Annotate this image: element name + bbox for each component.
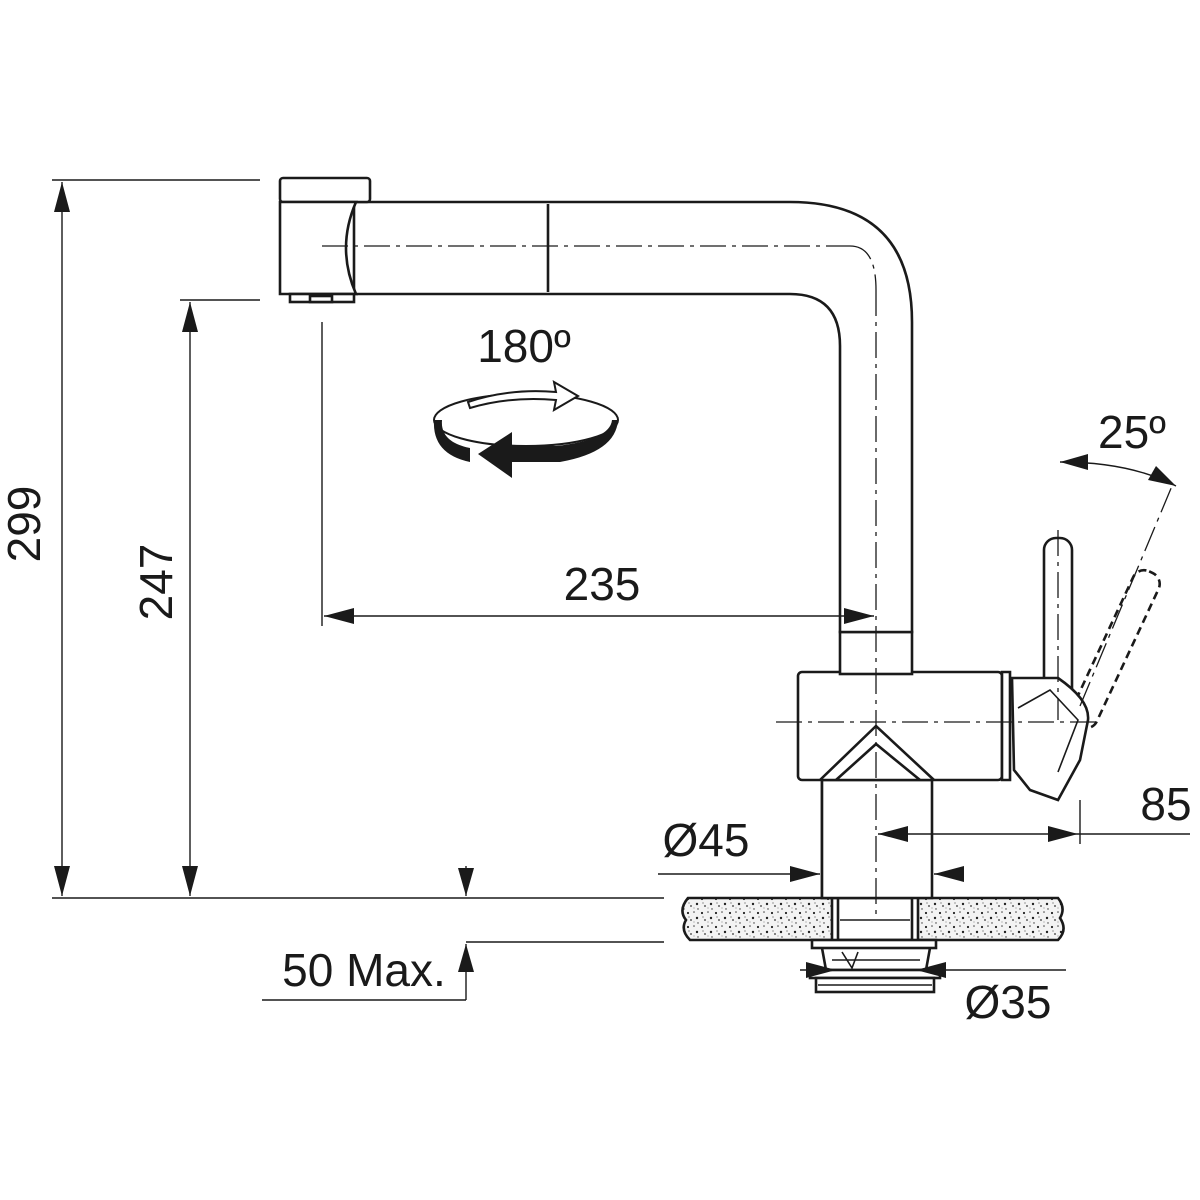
- label-reach: 235: [564, 558, 641, 610]
- dimension-max-thickness: [262, 866, 664, 1001]
- dimension-lever-angle: [1059, 454, 1177, 487]
- label-max-thickness: 50 Max.: [282, 944, 446, 996]
- countertop-left-slab: [681, 896, 834, 942]
- label-spout-height: 247: [130, 544, 182, 621]
- label-lever-offset: 85: [1140, 778, 1191, 830]
- countertop: [681, 896, 1065, 942]
- dimension-total-height: [52, 179, 664, 899]
- spray-head-cap: [278, 176, 372, 204]
- dimension-lever-offset: [878, 800, 1190, 844]
- spray-head: [278, 200, 358, 296]
- dimension-spout-height: [180, 299, 260, 896]
- spout: [278, 176, 914, 634]
- label-lever-angle: 25º: [1098, 406, 1166, 458]
- dimension-reach: [321, 322, 874, 626]
- lever: [1010, 536, 1161, 802]
- label-hole-bottom: Ø35: [965, 976, 1052, 1028]
- centre-lines: [322, 245, 1173, 918]
- dimension-hole-top: [658, 866, 964, 882]
- countertop-right-slab: [916, 896, 1065, 942]
- label-rotation: 180º: [477, 320, 571, 372]
- dimension-hole-bottom: [800, 962, 1066, 978]
- rotation-arrow-icon: [433, 380, 619, 478]
- lever-base: [1010, 676, 1090, 802]
- mounting-shank: [808, 896, 942, 994]
- label-total-height: 299: [0, 486, 50, 563]
- faucet-body: [796, 630, 1012, 900]
- label-hole-top: Ø45: [663, 814, 750, 866]
